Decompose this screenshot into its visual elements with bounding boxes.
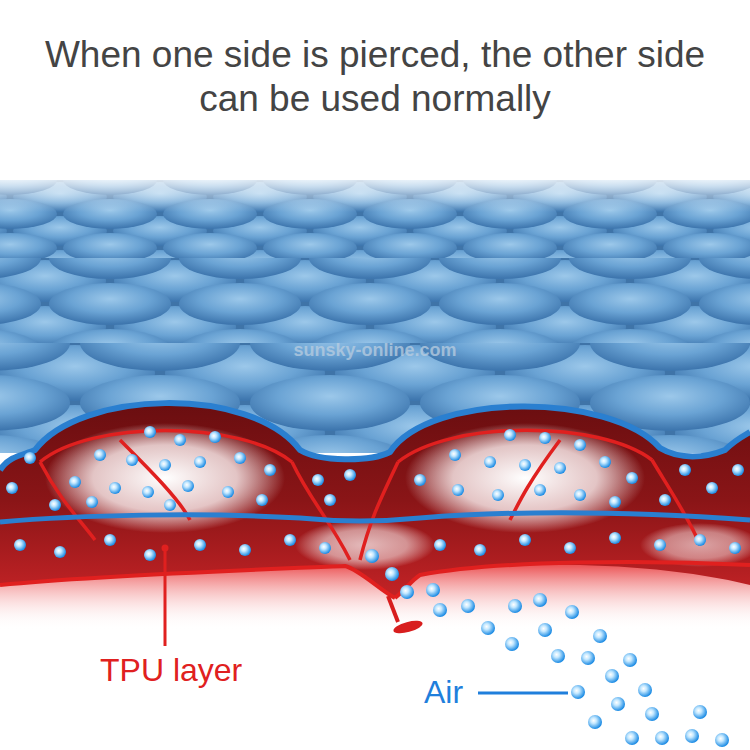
air-bubbles — [6, 426, 744, 581]
title: When one side is pierced, the other side… — [30, 33, 720, 121]
part-label: Air — [424, 674, 463, 711]
watermark: sunsky-online.com — [0, 340, 750, 361]
escaping-air — [400, 583, 729, 747]
part-label: TPU layer — [100, 652, 242, 689]
cross-section — [0, 403, 750, 636]
